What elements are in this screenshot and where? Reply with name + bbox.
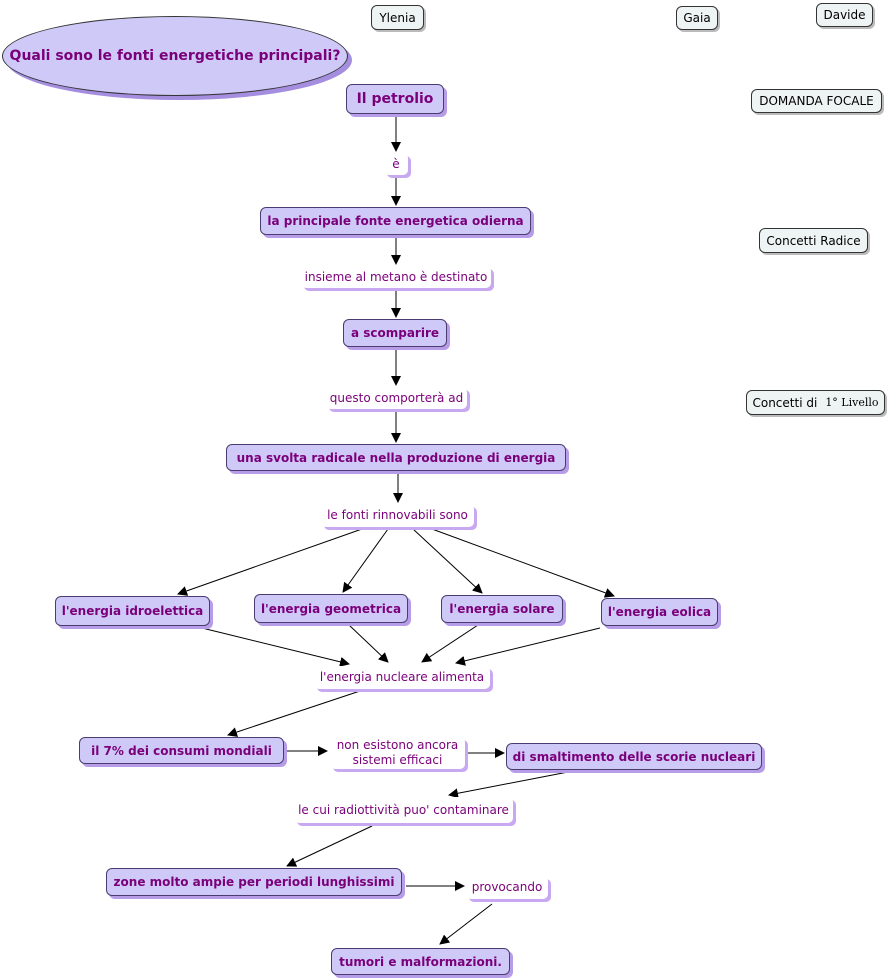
- author-ylenia: Ylenia: [371, 5, 424, 30]
- edge-rinnovabili-geo: [342, 528, 389, 593]
- edge-nucleare-sette: [227, 690, 361, 737]
- concept-energia-eolica[interactable]: l'energia eolica: [601, 598, 718, 626]
- legend-root-concepts: Concetti Radice: [759, 228, 868, 253]
- edge-provocando-tumori: [439, 903, 493, 945]
- author-gaia: Gaia: [676, 6, 718, 30]
- legend-level1-suffix: 1° Livello: [825, 396, 879, 409]
- edge-idro-nucleare: [201, 627, 350, 667]
- link-comportera[interactable]: questo comporterà ad: [326, 387, 467, 409]
- edge-rinnovabili-eolica: [431, 528, 615, 598]
- link-e[interactable]: è: [384, 153, 408, 175]
- concept-smaltimento-scorie[interactable]: di smaltimento delle scorie nucleari: [506, 743, 762, 770]
- concept-il-petrolio[interactable]: Il petrolio: [346, 84, 444, 114]
- focus-question-ellipse[interactable]: Quali sono le fonti energetiche principa…: [2, 16, 348, 96]
- concept-energia-solare[interactable]: l'energia solare: [441, 595, 563, 623]
- link-radiottivita[interactable]: le cui radiottività puo' contaminare: [294, 797, 513, 823]
- edge-rinnovabili-idro: [177, 528, 363, 596]
- link-provocando[interactable]: provocando: [466, 876, 548, 899]
- edge-smaltimento-radiottivita: [448, 771, 569, 799]
- edge-eolica-nucleare: [455, 627, 601, 666]
- link-insieme-metano[interactable]: insieme al metano è destinato: [301, 266, 491, 288]
- edge-solare-nucleare: [421, 624, 479, 663]
- concept-svolta-radicale[interactable]: una svolta radicale nella produzione di …: [226, 444, 566, 471]
- concept-sette-percento[interactable]: il 7% dei consumi mondiali: [79, 737, 284, 764]
- legend-level1-concepts: Concetti di 1° Livello: [746, 390, 885, 415]
- legend-level1-prefix: Concetti di: [752, 395, 818, 410]
- link-energia-nucleare[interactable]: l'energia nucleare alimenta: [314, 666, 490, 689]
- concept-zone-ampie[interactable]: zone molto ampie per periodi lunghissimi: [106, 868, 402, 896]
- legend-focal-question: DOMANDA FOCALE: [751, 89, 882, 113]
- edge-rinnovabili-solare: [412, 528, 483, 594]
- concept-a-scomparire[interactable]: a scomparire: [343, 319, 447, 347]
- author-davide: Davide: [816, 3, 873, 27]
- link-fonti-rinnovabili[interactable]: le fonti rinnovabili sono: [321, 504, 474, 527]
- concept-principale-fonte[interactable]: la principale fonte energetica odierna: [260, 207, 531, 235]
- link-non-esistono[interactable]: non esistono ancora sistemi efficaci: [330, 737, 465, 769]
- concept-tumori[interactable]: tumori e malformazioni.: [331, 948, 510, 975]
- concept-energia-geometrica[interactable]: l'energia geometrica: [254, 594, 408, 623]
- edge-geo-nucleare: [348, 624, 389, 663]
- edge-radiottivita-zone: [286, 825, 373, 867]
- concept-energia-idroelettica[interactable]: l'energia idroelettica: [55, 596, 210, 626]
